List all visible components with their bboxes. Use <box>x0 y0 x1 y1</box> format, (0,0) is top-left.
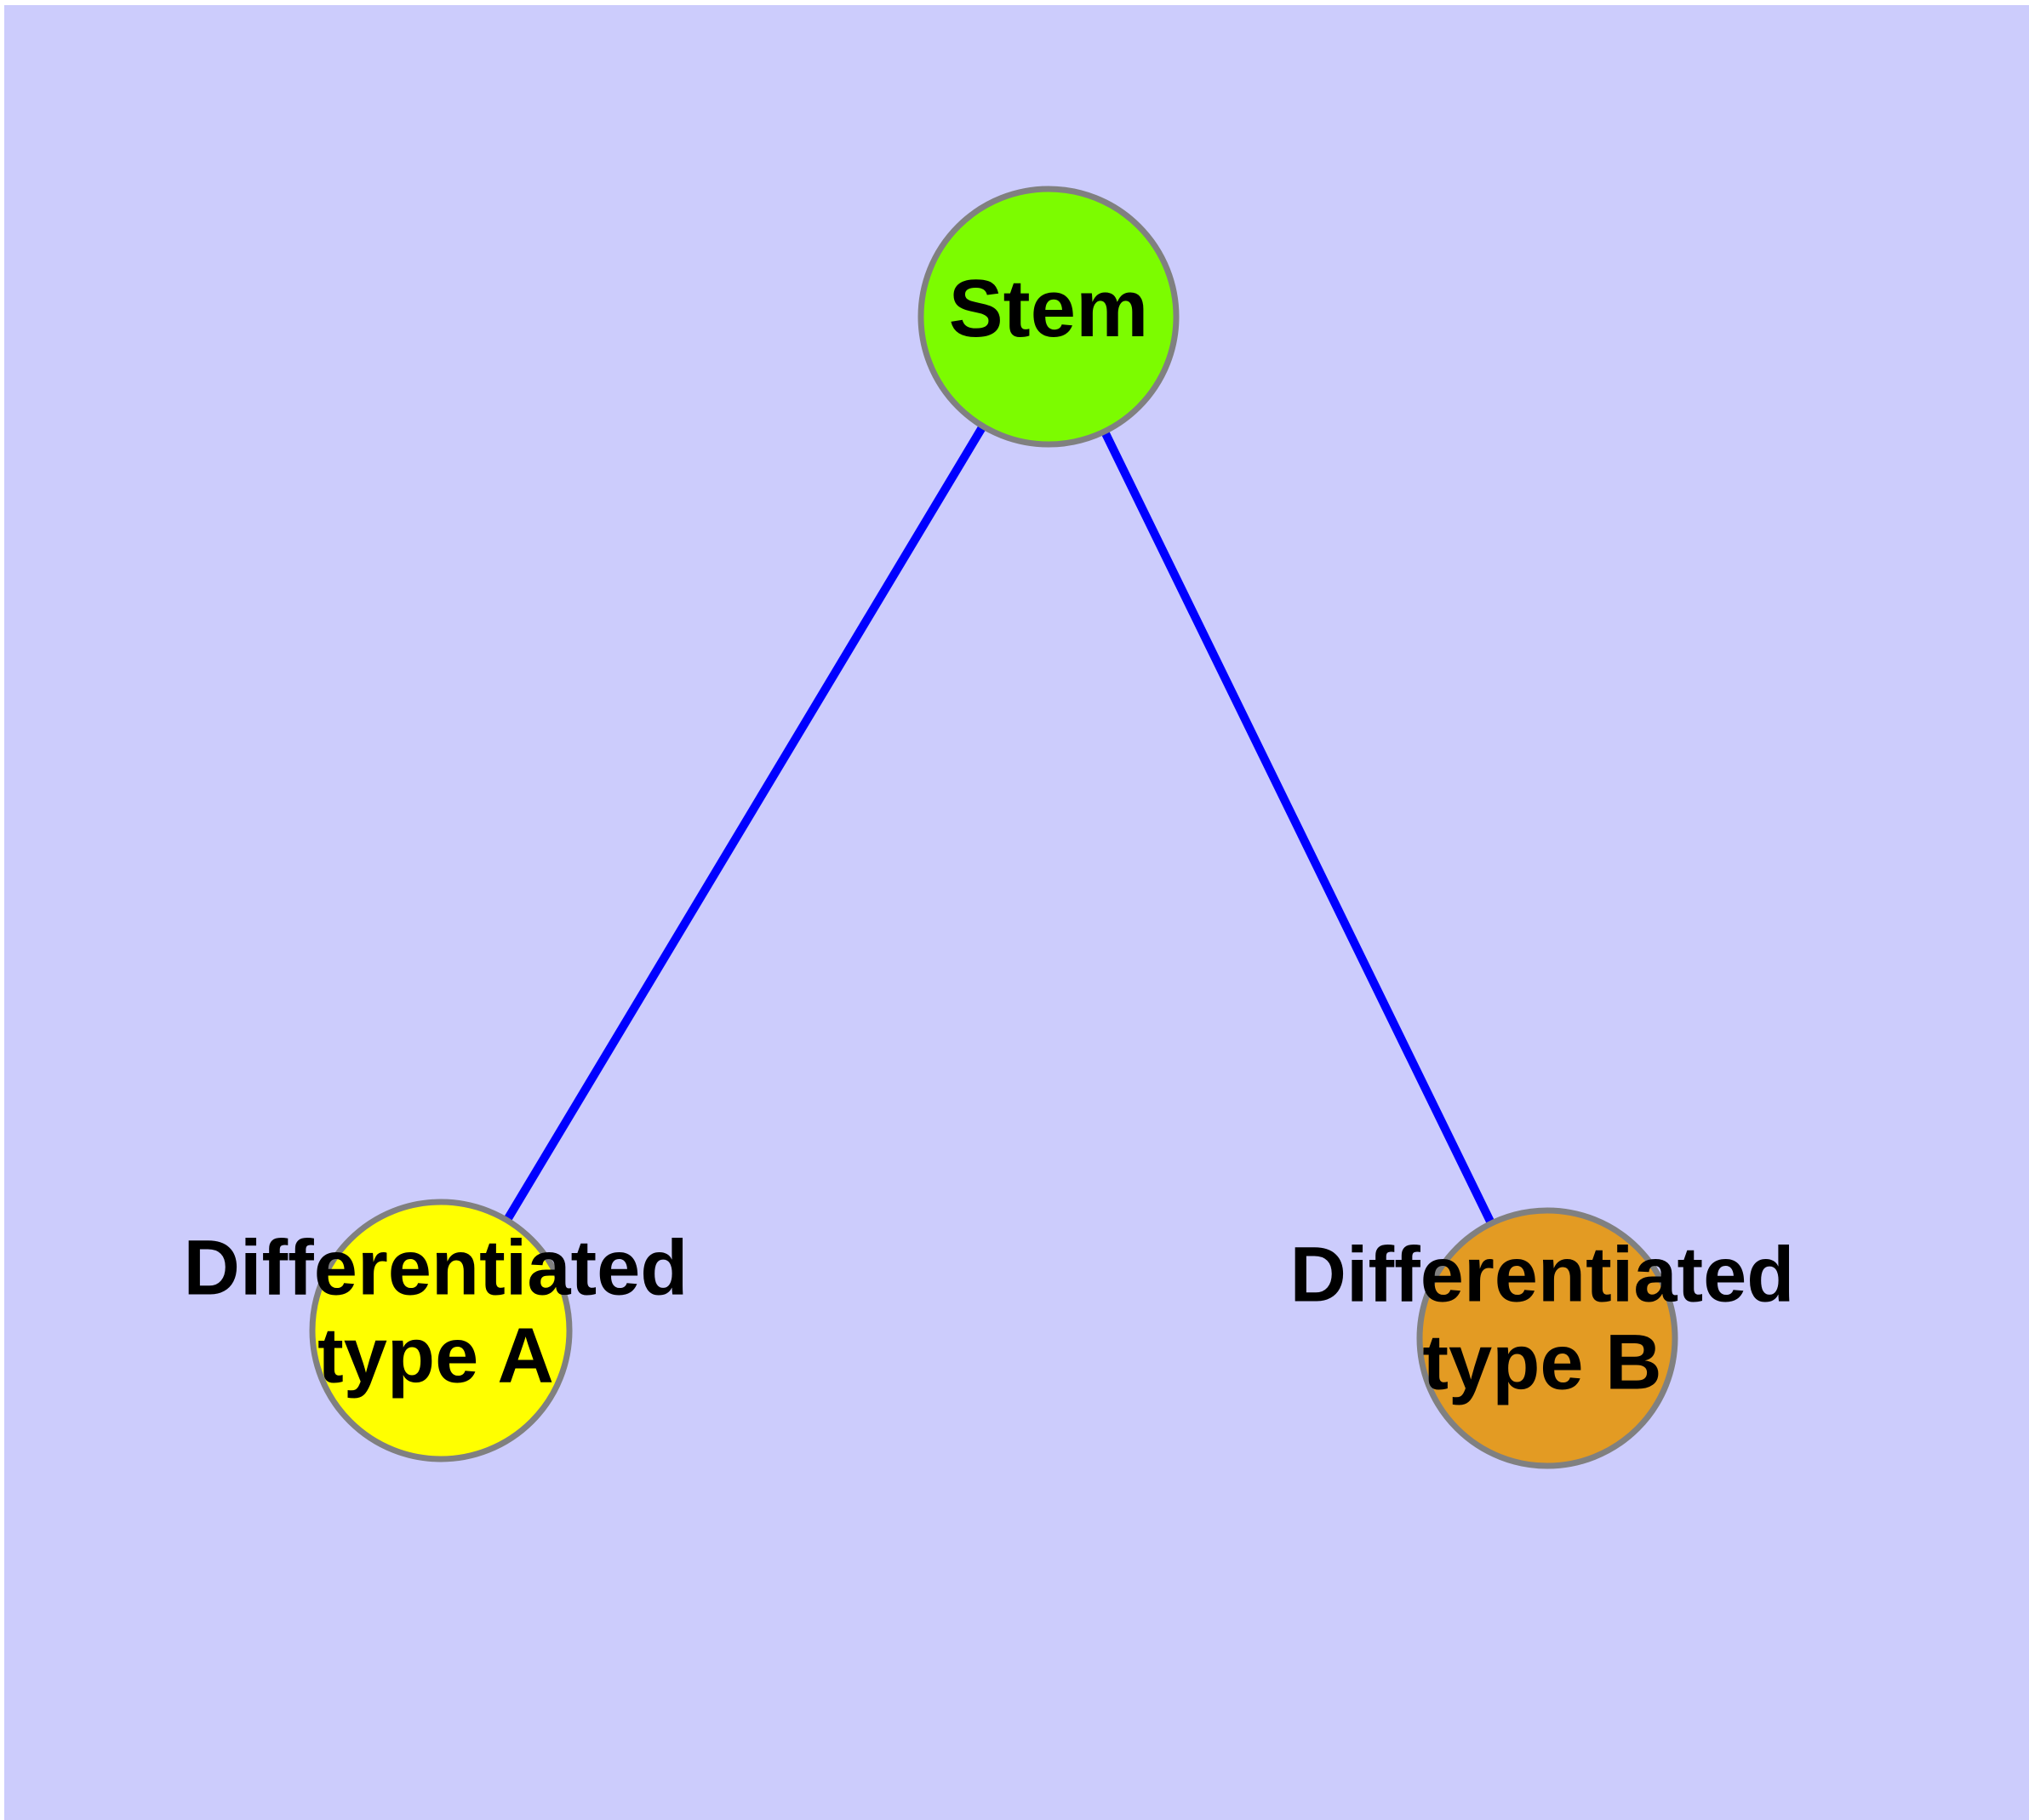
edge-stem-to-diff-b <box>1099 426 1497 1229</box>
edge-stem-to-diff-a <box>501 421 989 1226</box>
edge-layer <box>501 421 1497 1229</box>
node-diff-a[interactable] <box>309 1199 573 1462</box>
node-label-line: Differentiated <box>184 1225 689 1312</box>
node-label-line: Differentiated <box>1290 1232 1795 1319</box>
node-stem[interactable] <box>917 186 1180 448</box>
node-diff-b[interactable] <box>1416 1207 1678 1469</box>
node-layer <box>309 186 1678 1469</box>
node-label-line: type A <box>317 1313 554 1399</box>
node-label-line: type B <box>1422 1319 1661 1406</box>
node-label-line: Stem <box>949 263 1149 354</box>
node-label-stem: Stem <box>949 263 1149 354</box>
